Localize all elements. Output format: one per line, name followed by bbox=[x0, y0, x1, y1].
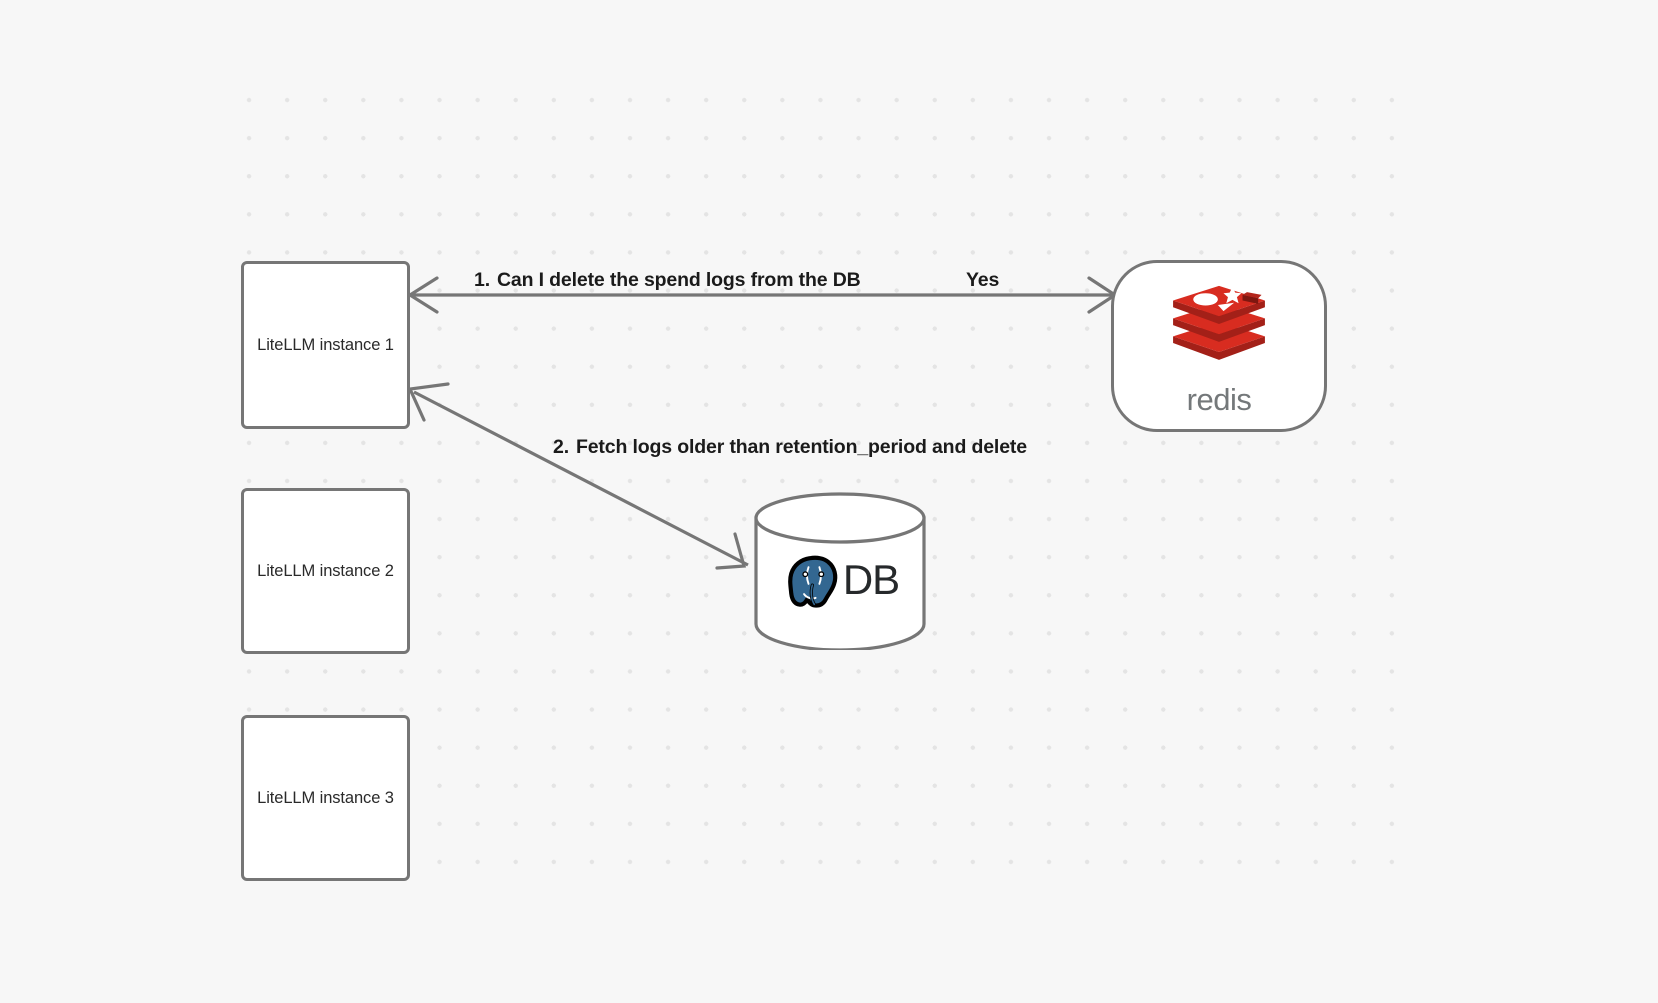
edge-label-step-2-text: Fetch logs older than retention_period a… bbox=[575, 436, 1027, 458]
arrowhead-upleft bbox=[407, 382, 450, 422]
postgresql-elephant-icon bbox=[787, 555, 838, 608]
database-cylinder-shape bbox=[754, 492, 926, 652]
node-label: LiteLLM instance 1 bbox=[257, 335, 394, 354]
redis-logo-icon bbox=[1173, 285, 1265, 360]
edge-label-step-2-index: 2. bbox=[553, 436, 569, 458]
node-label: LiteLLM instance 2 bbox=[257, 561, 394, 580]
node-litellm-instance-1[interactable]: LiteLLM instance 1 bbox=[241, 261, 410, 429]
database-label: DB bbox=[842, 556, 900, 603]
redis-wordmark: redis bbox=[1187, 382, 1252, 417]
edge-db-to-instance-1 bbox=[407, 382, 749, 570]
edge-label-response-yes: Yes bbox=[966, 269, 1000, 291]
arrowhead-downright bbox=[715, 532, 747, 570]
edge-label-step-1-index: 1. bbox=[474, 269, 490, 291]
node-litellm-instance-3[interactable]: LiteLLM instance 3 bbox=[241, 715, 410, 881]
database-logo-and-label: DB bbox=[767, 544, 913, 616]
svg-text:redis: redis bbox=[1187, 382, 1252, 417]
edge-label-step-1: 1. Can I delete the spend logs from the D… bbox=[474, 269, 861, 292]
node-label: LiteLLM instance 3 bbox=[257, 788, 394, 807]
arrowhead-left bbox=[406, 276, 439, 314]
edge-label-step-1-text: Can I delete the spend logs from the DB bbox=[496, 269, 861, 291]
node-litellm-instance-2[interactable]: LiteLLM instance 2 bbox=[241, 488, 410, 654]
node-database[interactable]: DB bbox=[753, 492, 927, 652]
node-redis[interactable]: redis bbox=[1111, 260, 1327, 432]
edge-label-step-2: 2. Fetch logs older than retention_period… bbox=[553, 436, 1027, 459]
